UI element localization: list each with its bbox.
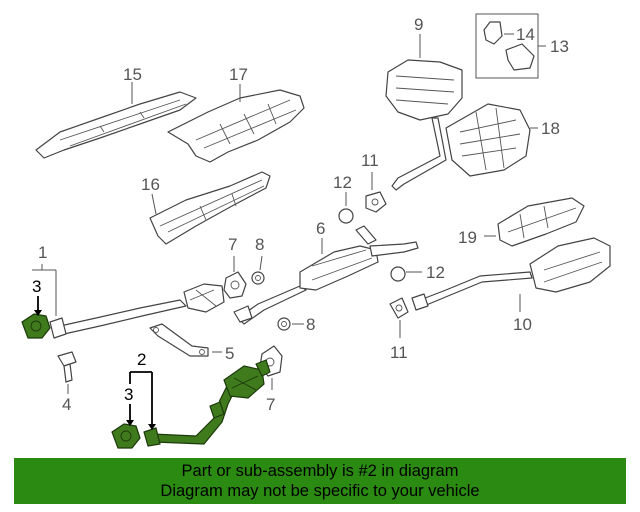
exhaust-parts-diagram: 15 17 16 9 14 13 18 12 [21,13,611,449]
callout-4: 4 [62,395,71,414]
center-pipe-6[interactable] [233,225,419,325]
flange-3-upper[interactable] [21,313,51,339]
gasket-11-upper[interactable] [365,191,387,213]
gasket-11-lower[interactable] [389,297,409,319]
main-muffler-10[interactable] [411,237,611,311]
banner-line-2: Diagram may not be specific to your vehi… [160,482,480,500]
gasket-7-upper[interactable] [223,271,247,299]
callout-3b: 3 [124,385,133,404]
callout-8b: 8 [306,315,315,334]
callout-2: 2 [137,350,146,369]
callout-14: 14 [516,25,535,44]
callout-11a: 11 [361,151,379,170]
flange-3-lower[interactable] [111,423,141,449]
heat-shield-16[interactable] [149,171,271,245]
callout-5: 5 [225,344,234,363]
callout-18: 18 [541,119,560,138]
callout-1: 1 [38,243,47,262]
callout-7a: 7 [228,235,237,254]
heat-shield-15[interactable] [35,91,197,159]
front-pipe-1[interactable] [49,283,225,339]
callout-7b: 7 [266,395,275,414]
callout-12a: 12 [333,173,352,192]
bolt-4[interactable] [57,351,77,383]
heat-shield-19[interactable] [497,197,585,247]
callout-15: 15 [123,65,142,84]
heat-shield-18[interactable] [445,103,531,177]
bracket-13[interactable] [505,43,535,71]
bracket-5[interactable] [149,323,209,357]
callout-19: 19 [458,228,477,247]
nut-8-lower[interactable] [277,317,291,331]
muffler-9[interactable] [385,59,463,191]
front-pipe-assembly-2[interactable] [143,359,271,447]
nut-8-upper[interactable] [251,271,265,285]
callout-3a: 3 [32,277,41,296]
callout-12b: 12 [426,263,445,282]
callout-6: 6 [316,219,325,238]
callout-16: 16 [141,175,160,194]
gasket-12-upper[interactable] [338,208,354,224]
callout-17: 17 [229,65,248,84]
callout-13: 13 [550,37,569,56]
hanger-14[interactable] [483,21,503,45]
callout-10: 10 [513,315,532,334]
gasket-12-lower[interactable] [390,266,406,282]
callout-9: 9 [414,15,423,34]
callout-11b: 11 [390,343,408,362]
callout-8a: 8 [255,235,264,254]
banner-line-1: Part or sub-assembly is #2 in diagram [181,462,459,480]
info-banner: Part or sub-assembly is #2 in diagram Di… [14,458,626,504]
